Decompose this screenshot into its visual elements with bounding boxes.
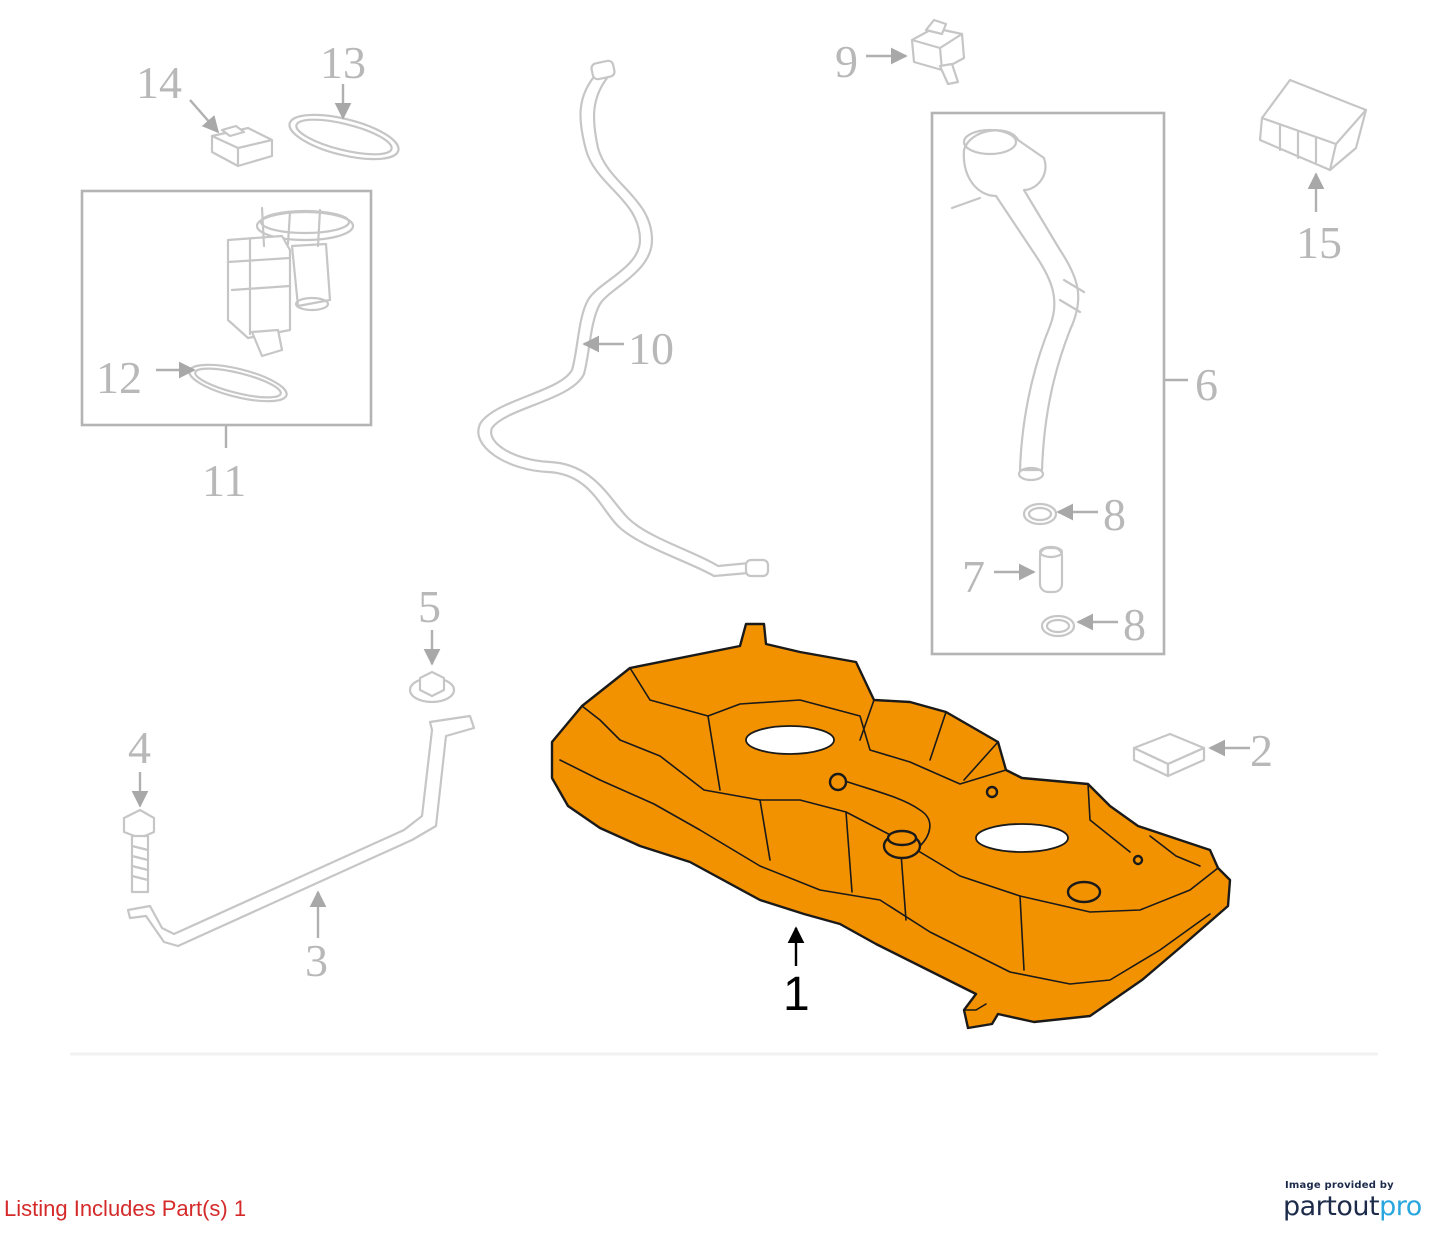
part-10-hose [477,59,770,578]
part-1-fuel-tank [550,622,1232,1030]
part-3-strap [126,714,476,948]
brand-logo-part-a: partout [1283,1191,1380,1222]
callout-7: 7 [962,551,985,602]
part-8-clamp-lower [1040,614,1076,638]
callout-14: 14 [136,57,182,108]
brand-logo: partoutpro [1283,1191,1423,1222]
part-5-nut [408,670,456,704]
part-9-sensor [910,18,966,86]
callout-9: 9 [835,36,858,87]
listing-note: Listing Includes Part(s) 1 [4,1196,247,1221]
part-7-hose [1038,545,1064,594]
credit-caption: Image provided by [1285,1180,1394,1191]
callout-11: 11 [202,455,246,506]
callout-4: 4 [128,722,151,773]
callout-5: 5 [418,581,441,632]
callout-6: 6 [1195,359,1218,410]
part-6-filler-neck [950,128,1086,482]
image-credit: Image provided by partoutpro [1283,1180,1423,1222]
callout-10: 10 [628,323,674,374]
callout-12: 12 [96,352,142,403]
part-11-fuel-pump [226,206,355,358]
part-14-clip [210,124,274,168]
callout-2: 2 [1250,725,1273,776]
callout-13: 13 [320,37,366,88]
callout-8-upper: 8 [1103,489,1126,540]
part-2-pad [1132,732,1206,778]
callout-3: 3 [305,935,328,986]
callout-1: 1 [783,968,810,1021]
part-11-box [80,189,373,427]
arrow-14 [189,99,220,134]
part-6-box [930,111,1166,656]
part-12-gasket [188,363,288,403]
brand-logo-part-b: pro [1379,1191,1422,1222]
part-8-clamp-upper [1022,502,1058,526]
part-4-bolt [122,808,156,894]
callout-15: 15 [1296,217,1342,268]
part-15-module [1258,78,1368,172]
callout-8-lower: 8 [1123,599,1146,650]
